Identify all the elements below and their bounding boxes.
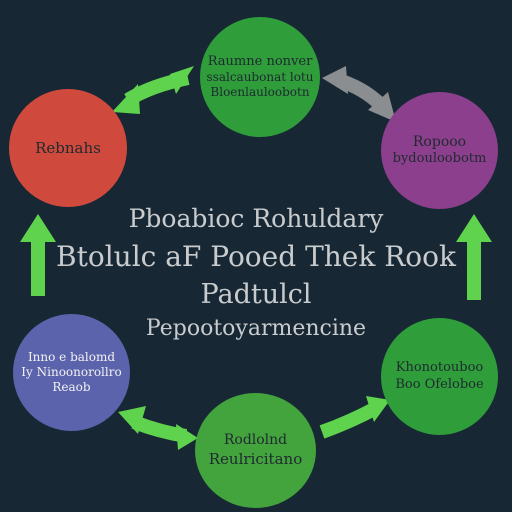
arrow-top-to-right [322,66,396,122]
arrow-top-to-left [112,66,194,114]
node-left: Rebnahs [9,89,127,207]
node-left-line-1: Rebnahs [35,138,101,157]
node-top-line-1: Raumne nonver [207,53,313,69]
node-top-line-2: ssalcaubonat lotu [206,70,314,85]
node-bottom-left-line-2: Iy Ninoonorollro [21,365,122,379]
center-title-line-3: Padtulcl [200,279,312,310]
node-bottom-left-line-1: Inno e balomd [27,350,116,364]
node-right: Ropooo bydouloobotm [381,92,498,209]
node-bottom-right: Khonotouboo Boo Ofeloboe [381,318,498,435]
node-bottom: Rodlolnd Reulricitano [195,393,316,508]
arrow-right-side [456,214,492,300]
node-bottom-left-line-3: Reaob [52,380,91,394]
arrow-left-side [20,214,56,296]
node-right-line-1: Ropooo [412,133,467,150]
center-title-line-2: Btolulc aF Pooed Thek Rook [56,240,456,273]
node-bottom-left: Inno e balomd Iy Ninoonorollro Reaob [13,314,130,431]
node-top: Raumne nonver ssalcaubonat lotu Bloenlau… [200,17,320,137]
arrow-bottom-right [319,396,390,439]
node-bottom-line-1: Rodlolnd [223,432,288,449]
node-top-line-3: Bloenlauloobotn [210,85,310,100]
node-bottom-right-line-1: Khonotouboo [395,360,484,376]
node-bottom-line-2: Reulricitano [208,449,303,468]
node-bottom-right-line-2: Boo Ofeloboe [395,376,484,392]
arrow-bottom-left [118,406,198,450]
center-title-line-4: Pepootoyarmencine [145,316,367,341]
node-right-line-2: bydouloobotm [392,151,487,167]
center-title-line-1: Pboabioc Rohuldary [128,204,384,233]
